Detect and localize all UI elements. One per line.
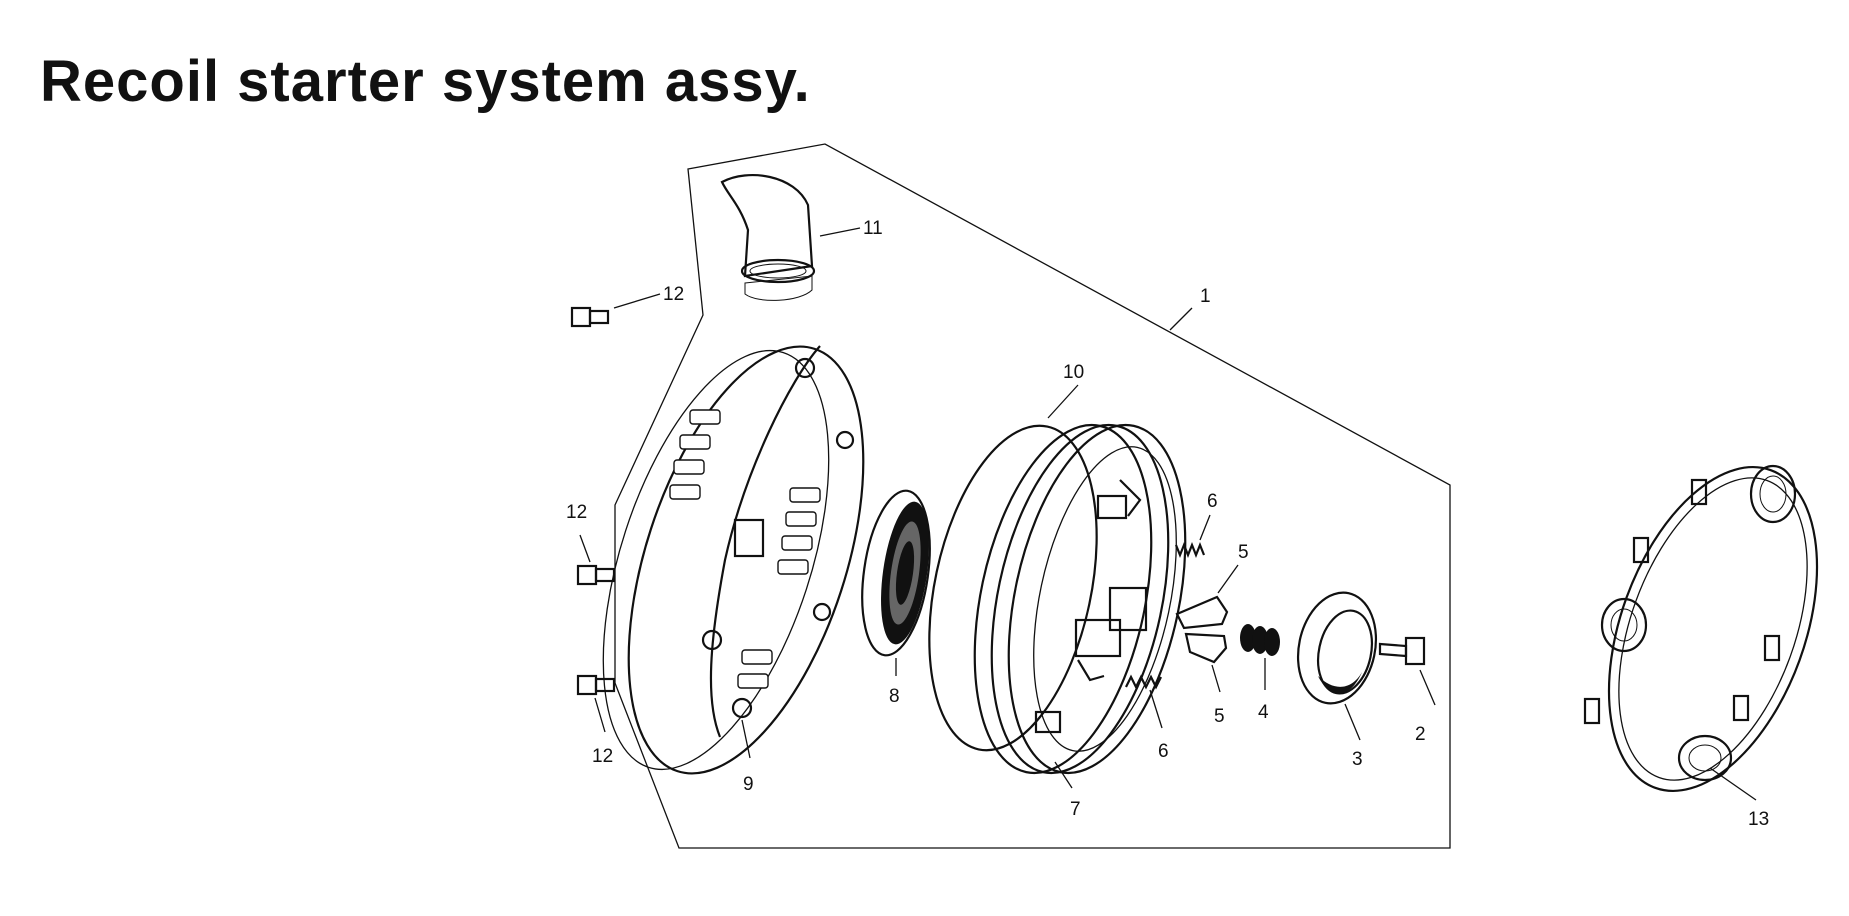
callout-12-top: 12 [663, 284, 684, 305]
part-8-spiral-spring [861, 489, 931, 657]
callout-6-upper: 6 [1207, 491, 1218, 512]
leader-line-6a [1199, 514, 1211, 541]
part-4-spring [1240, 624, 1280, 656]
part-2-screw [1378, 636, 1426, 666]
part-13-gasket [1583, 464, 1819, 792]
part-10-starter-rope [928, 424, 1098, 752]
leader-line-12a [613, 293, 661, 309]
callout-12-middle: 12 [566, 502, 587, 523]
callout-3: 3 [1352, 749, 1363, 770]
leader-line-2 [1419, 669, 1436, 706]
part-6-spring-lower [1125, 674, 1162, 690]
callout-11: 11 [863, 218, 883, 239]
callout-5-lower: 5 [1214, 706, 1225, 727]
part-12-bolt-bottom [576, 674, 616, 696]
leader-line-11 [819, 227, 861, 237]
callout-7: 7 [1070, 799, 1081, 820]
callout-6-lower: 6 [1158, 741, 1169, 762]
page-title: Recoil starter system assy. [40, 49, 811, 114]
part-12-bolt-middle [576, 564, 616, 586]
callout-1: 1 [1200, 286, 1211, 307]
assembly-1-boundary [614, 143, 1451, 849]
part-7-reel [973, 423, 1187, 775]
leader-line-12b [579, 534, 591, 563]
leader-line-12c [594, 697, 606, 733]
leader-line-5a [1217, 564, 1239, 594]
callout-13: 13 [1748, 809, 1769, 830]
callout-10: 10 [1063, 362, 1084, 383]
leader-line-7 [1054, 761, 1073, 789]
leader-line-13 [1709, 767, 1757, 801]
part-5-pawl-lower [1184, 632, 1228, 664]
callout-4: 4 [1258, 702, 1269, 723]
part-3-ratchet [1296, 591, 1378, 705]
part-12-bolt-top [570, 306, 610, 328]
part-9-starter-housing [602, 345, 865, 775]
leader-line-3 [1344, 703, 1361, 741]
part-11-hose [720, 174, 816, 301]
callout-5-upper: 5 [1238, 542, 1249, 563]
leader-line-5b [1211, 664, 1221, 693]
callout-2: 2 [1415, 724, 1426, 745]
leader-line-10 [1047, 384, 1079, 419]
callout-9: 9 [743, 774, 754, 795]
leader-line-6b [1149, 689, 1163, 729]
callout-8: 8 [889, 686, 900, 707]
callout-12-bottom: 12 [592, 746, 613, 767]
leader-line-1 [1169, 307, 1193, 331]
part-5-pawl-upper [1175, 595, 1229, 630]
leader-line-9 [741, 719, 751, 759]
part-6-spring-upper [1174, 542, 1206, 558]
